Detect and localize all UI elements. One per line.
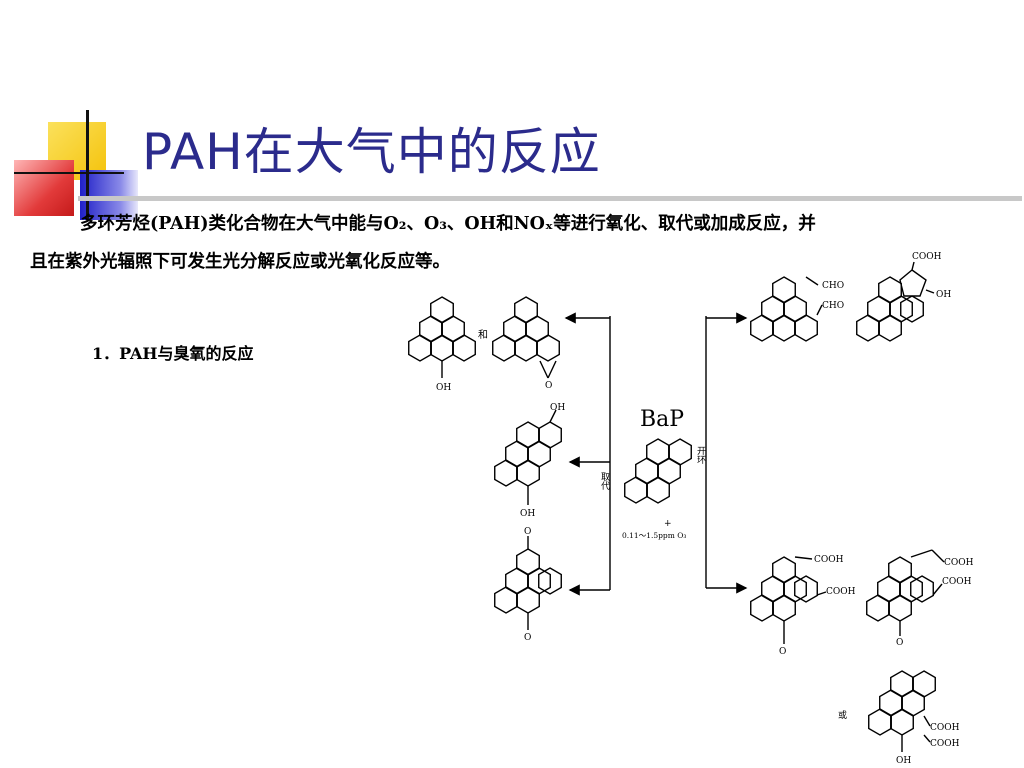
label-or: 或 — [838, 709, 847, 721]
page-title: PAH在大气中的反应 — [142, 123, 601, 181]
conditions-plus: + — [664, 519, 672, 529]
label-o-quinone-top: O — [524, 527, 531, 537]
bap-structure — [624, 438, 692, 504]
label-oh-diacid-3: OH — [896, 756, 911, 766]
lactol-acid-structure — [856, 261, 935, 342]
label-oh-lactol: OH — [936, 290, 951, 300]
arrow-label-substitution: 取代 — [599, 472, 610, 491]
dihydroxy-bap-structure — [494, 409, 562, 505]
label-o-epoxide: O — [545, 381, 552, 391]
label-cooh-3a: COOH — [930, 723, 960, 733]
label-cooh-3b: COOH — [930, 739, 960, 749]
dialdehyde-structure — [750, 276, 823, 342]
deco-horizontal-line — [14, 172, 124, 174]
label-cooh-2b: COOH — [942, 577, 972, 587]
title-underline — [78, 196, 1022, 201]
intro-line-1: 多环芳烃(PAH)类化合物在大气中能与O₂、O₃、OH和NOₓ等进行氧化、取代或… — [80, 214, 816, 234]
deco-vertical-line — [86, 110, 89, 220]
label-oh-1: OH — [436, 383, 451, 393]
label-o-diacid-1: O — [779, 647, 786, 657]
section-heading: 1．PAH与臭氧的反应 — [92, 344, 254, 363]
label-cooh-lactol: COOH — [912, 252, 942, 262]
label-o-diacid-2: O — [896, 638, 903, 648]
label-oh-2: OH — [550, 403, 565, 413]
diacid-structure-2 — [866, 549, 945, 636]
label-oh-3: OH — [520, 509, 535, 519]
diacid-structure-3 — [868, 670, 936, 752]
bap-quinone-structure — [494, 536, 562, 630]
label-cho-2: CHO — [822, 301, 844, 311]
label-cooh-2a: COOH — [944, 558, 974, 568]
conditions-label: 0.11～1.5ppm O₃ — [622, 531, 686, 540]
bap-label: BaP — [640, 407, 684, 432]
label-cooh-1b: COOH — [826, 587, 856, 597]
label-o-quinone-bottom: O — [524, 633, 531, 643]
epoxide-structure — [492, 296, 560, 379]
label-and: 和 — [478, 329, 488, 341]
label-cho-1: CHO — [822, 281, 844, 291]
diacid-structure-1 — [750, 556, 827, 644]
arrow-label-ring-opening: 开环 — [695, 446, 706, 465]
intro-line-2: 且在紫外光辐照下可发生光分解反应或光氧化反应等。 — [30, 252, 450, 272]
deco-blue-square — [80, 170, 138, 220]
deco-red-square — [14, 160, 74, 216]
hydroxy-bap-structure — [408, 296, 476, 378]
reaction-arrows — [564, 312, 748, 596]
label-cooh-1a: COOH — [814, 555, 844, 565]
